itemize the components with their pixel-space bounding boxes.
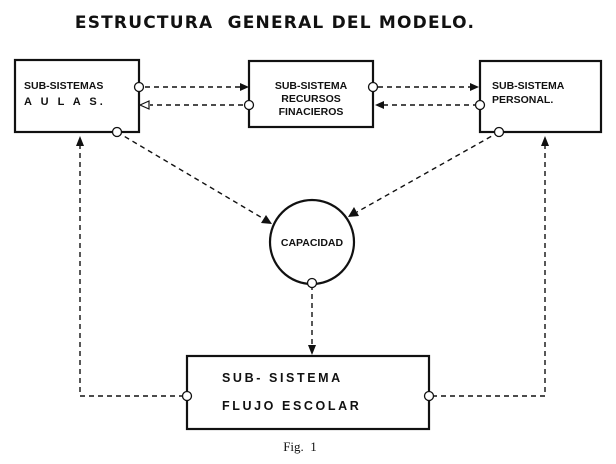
node-flujo-line2: FLUJO ESCOLAR (222, 399, 361, 413)
diagram-title: ESTRUCTURA GENERAL DEL MODELO. (75, 13, 475, 33)
port-circle (306, 277, 318, 289)
connector-flujo-to-personal (432, 146, 546, 397)
arrowhead (261, 215, 272, 224)
arrowhead (76, 136, 84, 146)
node-capacidad: CAPACIDAD (268, 198, 356, 286)
port-circle (111, 126, 123, 138)
arrowhead (470, 83, 479, 91)
arrowhead (348, 207, 359, 217)
node-aulas-line1: SUB-SISTEMAS (24, 80, 103, 92)
node-recursos: SUB-SISTEMA RECURSOS FINACIEROS (247, 59, 375, 129)
node-flujo: SUB- SISTEMA FLUJO ESCOLAR (185, 354, 431, 431)
connector-personal-to-capacidad (356, 131, 500, 213)
connector-flujo-to-aulas (79, 146, 184, 397)
node-recursos-line2: RECURSOS (281, 93, 341, 105)
port-circle (181, 390, 193, 402)
connector-aulas-to-capacidad (116, 131, 265, 220)
port-circle (243, 99, 255, 111)
arrowhead (375, 101, 384, 109)
port-circle (474, 99, 486, 111)
node-personal: SUB-SISTEMA PERSONAL. (478, 59, 603, 134)
node-personal-line2: PERSONAL. (492, 94, 553, 106)
port-circle (493, 126, 505, 138)
node-recursos-line1: SUB-SISTEMA (275, 80, 348, 92)
node-aulas-line2: A U L A S. (24, 96, 106, 108)
node-flujo-line1: SUB- SISTEMA (222, 371, 343, 385)
arrowhead (138, 100, 150, 110)
arrowhead (308, 345, 316, 355)
port-circle (367, 81, 379, 93)
node-personal-line1: SUB-SISTEMA (492, 80, 565, 92)
node-recursos-line3: FINACIEROS (279, 106, 344, 118)
node-aulas: SUB-SISTEMAS A U L A S. (13, 58, 141, 134)
port-circle (423, 390, 435, 402)
figure-caption: Fig. 1 (283, 439, 317, 454)
arrowhead (541, 136, 549, 146)
arrowhead (240, 83, 249, 91)
node-capacidad-label: CAPACIDAD (281, 237, 344, 249)
port-circle (133, 81, 145, 93)
